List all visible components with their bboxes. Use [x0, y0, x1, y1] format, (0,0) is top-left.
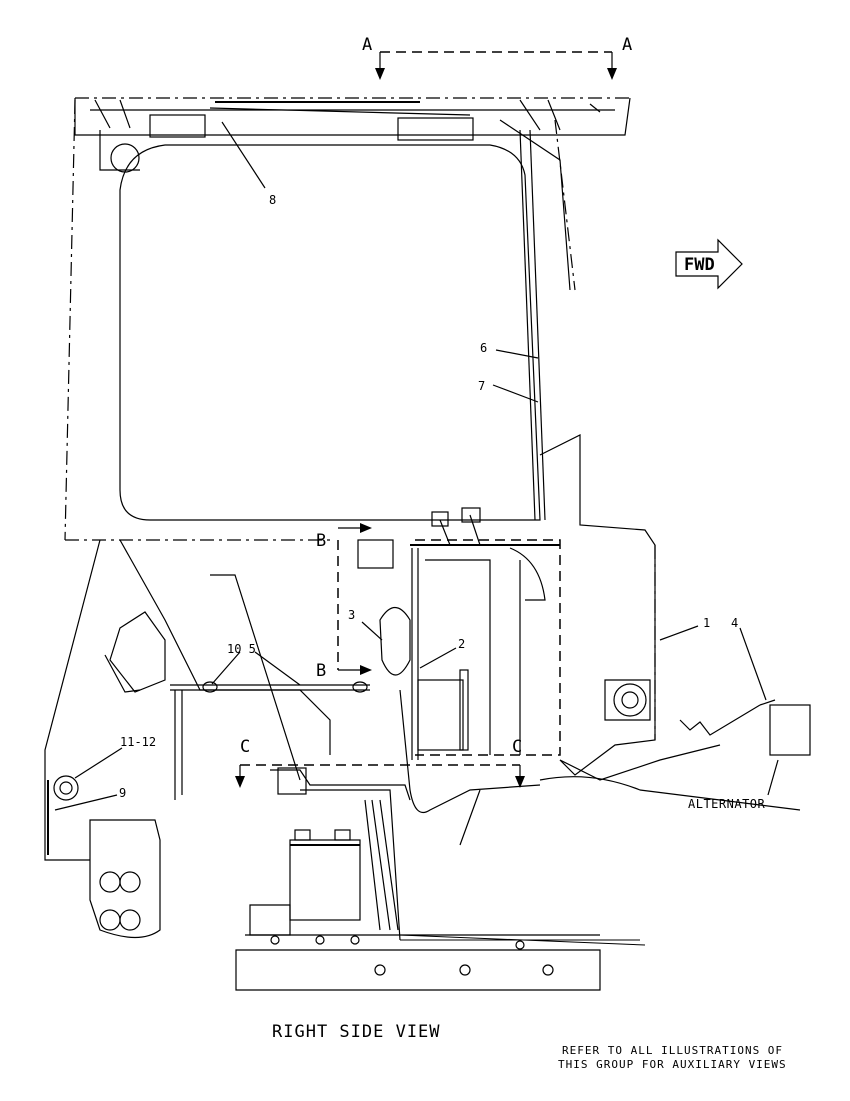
section-c-line: [235, 764, 525, 788]
alternator: [759, 699, 811, 796]
callout-11-12: 11-12: [120, 735, 156, 749]
callout-2: 2: [458, 637, 465, 651]
note-line-1: REFER TO ALL ILLUSTRATIONS OF: [562, 1044, 783, 1057]
callout-10-5: 10 5: [227, 642, 256, 656]
callout-8: 8: [269, 193, 276, 207]
callout-1: 1: [703, 616, 710, 630]
callout-9: 9: [119, 786, 126, 800]
battery-compartment: [235, 767, 646, 991]
section-b-label-top: B: [316, 531, 326, 551]
fwd-arrow: [675, 238, 743, 290]
section-a-line: [375, 51, 617, 80]
fender: [539, 434, 801, 811]
washer-bottle: [104, 611, 166, 693]
callout-3: 3: [348, 608, 355, 622]
cab-roof: [74, 97, 631, 173]
alternator-label: ALTERNATOR: [688, 797, 766, 811]
console-harness: [379, 507, 560, 760]
section-a-label-right: A: [622, 35, 632, 55]
section-b-label-bottom: B: [316, 661, 326, 681]
section-c-label-left: C: [240, 737, 250, 757]
fwd-label: FWD: [684, 255, 715, 275]
callout-4: 4: [731, 616, 738, 630]
cab-frame: [64, 99, 576, 541]
note-line-2: THIS GROUP FOR AUXILIARY VIEWS: [558, 1058, 787, 1071]
section-b-box: [337, 523, 561, 756]
callout-6: 6: [480, 341, 487, 355]
section-c-label-right: C: [512, 737, 522, 757]
section-a-label-left: A: [362, 35, 372, 55]
view-title: RIGHT SIDE VIEW: [272, 1022, 441, 1042]
cab-post: [44, 539, 331, 939]
callout-7: 7: [478, 379, 485, 393]
callout-leaders: [54, 121, 767, 811]
main-harness: [170, 574, 761, 814]
